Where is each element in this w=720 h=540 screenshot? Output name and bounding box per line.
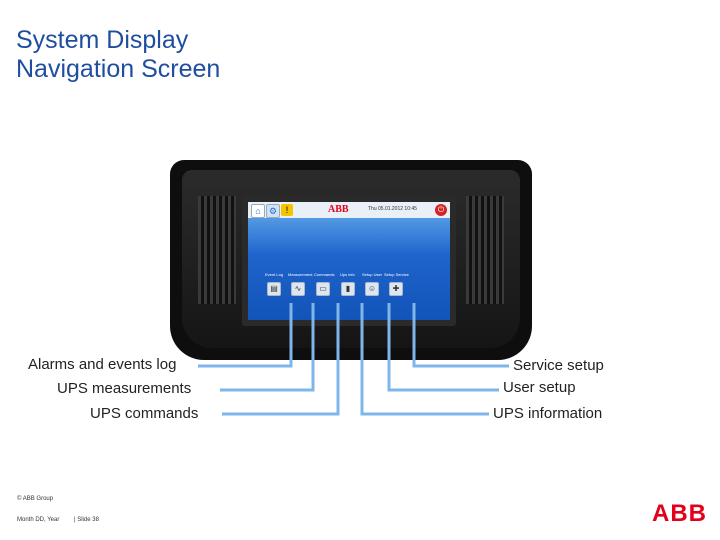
leader-alarms — [198, 303, 293, 368]
footer-copyright: © ABB Group — [17, 496, 54, 502]
clipboard-icon[interactable]: ▤ — [267, 282, 281, 296]
warning-icon[interactable]: ! — [281, 204, 293, 216]
monitor-icon[interactable]: ▭ — [316, 282, 330, 296]
brand-logo: ABB — [328, 204, 349, 215]
nav-label-ups-info: Ups info — [340, 272, 355, 277]
title-line-2: Navigation Screen — [16, 55, 221, 83]
nav-label-measurement: Measurement — [288, 272, 313, 277]
vent-grille-left — [198, 196, 236, 304]
slide-title: System Display Navigation Screen — [16, 26, 220, 84]
touch-screen: ⌂ ⚙ ! ABB Thu 05.01.2012 10:45 ⏻ Event L… — [248, 202, 450, 320]
callout-alarms: Alarms and events log — [28, 356, 177, 373]
leader-user — [387, 303, 499, 392]
home-icon[interactable]: ⌂ — [251, 204, 265, 218]
title-line-1: System Display — [16, 26, 189, 54]
screen-datetime: Thu 05.01.2012 10:45 — [368, 206, 417, 212]
network-icon[interactable]: ⚙ — [266, 204, 280, 218]
power-icon[interactable]: ⏻ — [435, 204, 447, 216]
ups-icon[interactable]: ▮ — [341, 282, 355, 296]
leader-info — [360, 303, 489, 416]
nav-label-commands: Commands — [314, 272, 335, 277]
callout-measurements: UPS measurements — [57, 380, 192, 397]
leader-commands — [222, 303, 340, 416]
abb-logo: ABB — [652, 500, 707, 527]
leader-service — [412, 303, 509, 368]
ups-display-device: ⌂ ⚙ ! ABB Thu 05.01.2012 10:45 ⏻ Event L… — [170, 160, 532, 360]
nav-label-event-log: Event Log — [265, 272, 284, 277]
device-bezel: ⌂ ⚙ ! ABB Thu 05.01.2012 10:45 ⏻ Event L… — [182, 170, 520, 348]
leader-measurements — [220, 303, 315, 392]
nav-label-setup-service: Setup Service — [384, 272, 409, 277]
callout-commands: UPS commands — [90, 405, 199, 422]
callout-service: Service setup — [513, 357, 604, 374]
user-icon[interactable]: ☺ — [365, 282, 379, 296]
vent-grille-right — [466, 196, 504, 304]
tools-icon[interactable]: ✚ — [389, 282, 403, 296]
sine-wave-icon[interactable]: ∿ — [291, 282, 305, 296]
screen-top-bar: ⌂ ⚙ ! ABB Thu 05.01.2012 10:45 ⏻ — [248, 202, 450, 218]
nav-label-setup-user: Setup User — [362, 272, 383, 277]
screen-frame: ⌂ ⚙ ! ABB Thu 05.01.2012 10:45 ⏻ Event L… — [242, 196, 456, 326]
callout-user: User setup — [503, 379, 576, 396]
callout-info: UPS information — [493, 405, 603, 422]
footer-slide: | Slide 38 — [74, 517, 99, 523]
footer-date: Month DD, Year — [17, 517, 60, 523]
